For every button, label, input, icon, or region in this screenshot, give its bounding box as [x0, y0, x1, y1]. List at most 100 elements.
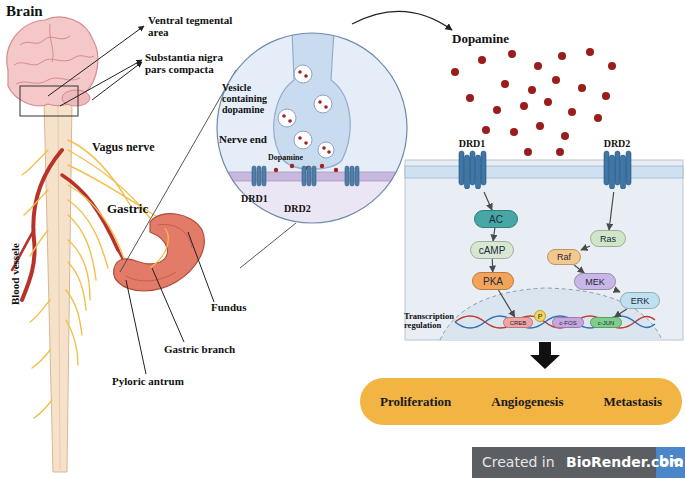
node-text: PKA	[483, 276, 503, 287]
signal-protein: AC	[474, 210, 518, 228]
signal-protein: MEK	[574, 273, 616, 290]
receptor-helix	[470, 151, 475, 185]
signal-arrow	[609, 192, 614, 230]
node-text: ERK	[631, 296, 650, 306]
leader-line	[60, 60, 142, 106]
synapse-zoom	[355, 166, 359, 186]
receptor: DRD1	[452, 138, 492, 192]
receptor-helix	[626, 151, 631, 185]
synapse-zoom	[274, 168, 278, 172]
node-text: cAMP	[479, 245, 506, 256]
signal-protein: ERK	[620, 292, 660, 309]
watermark-bar	[472, 447, 658, 478]
receptor-label: DRD1	[241, 193, 281, 204]
synapse-zoom	[327, 150, 331, 154]
synapse-zoom	[274, 30, 350, 169]
synapse-zoom	[262, 166, 266, 186]
region-label: Substantia nigra pars compacta	[145, 51, 237, 75]
synapse-zoom	[304, 141, 308, 145]
dna-helix	[455, 316, 655, 328]
synapse-zoom	[302, 166, 306, 186]
dopamine-molecule	[501, 80, 509, 88]
synapse-zoom	[318, 100, 322, 104]
dna-helix	[455, 316, 655, 328]
stomach-drawing	[150, 228, 168, 268]
zoom-arrow	[352, 11, 452, 30]
signal-protein: cAMP	[470, 241, 514, 259]
blood-vessel	[22, 150, 62, 300]
dopamine-molecule	[561, 132, 569, 140]
signal-protein: PKA	[472, 272, 514, 290]
signal-arrow	[498, 290, 514, 317]
receptor-helix	[604, 151, 609, 185]
leader-line	[188, 232, 214, 302]
vagus-nerve	[68, 215, 96, 280]
watermark-text: BioRender.com	[566, 455, 658, 470]
receptor-helix	[459, 151, 464, 185]
synapse-zoom	[290, 164, 294, 168]
receptor-helix	[481, 151, 486, 185]
synapse-zoom	[334, 168, 338, 172]
dopamine-molecule	[478, 56, 486, 64]
dopamine-molecule	[544, 98, 552, 106]
dopamine-molecule	[451, 48, 616, 156]
synapse-label: Nerve end	[219, 133, 279, 145]
dopamine-molecule	[534, 62, 542, 70]
node-text: CREB	[510, 320, 527, 326]
synapse-zoom	[288, 119, 292, 123]
brain-drawing	[14, 56, 94, 65]
phosphate-circle: P	[534, 310, 546, 322]
signal-protein: Ras	[590, 230, 626, 247]
cell-panel	[405, 160, 683, 340]
receptor-helix	[610, 155, 615, 189]
synapse-zoom	[350, 166, 354, 186]
dopamine-molecule	[556, 148, 564, 156]
synapse-zoom	[282, 114, 286, 118]
vessel-label: Blood vessele	[9, 227, 21, 322]
vagus-nerve	[68, 262, 86, 310]
watermark-text: bio	[659, 454, 685, 469]
synapse-zoom	[324, 105, 328, 109]
transcription-factor: c-JUN	[590, 317, 622, 328]
receptor-icon	[599, 149, 635, 189]
brain-drawing	[7, 17, 98, 116]
dopamine-molecule	[594, 114, 602, 122]
region-label: Brain	[6, 3, 66, 20]
leader-line	[126, 280, 146, 374]
dopamine-molecule	[578, 84, 586, 92]
vagus-nerve	[30, 300, 50, 322]
dopamine-molecule	[608, 62, 616, 70]
dopamine-molecule	[520, 102, 528, 110]
synapse-zoom	[345, 166, 349, 186]
brain-drawing	[20, 36, 70, 45]
receptor-helix	[615, 151, 620, 185]
leader-line	[152, 268, 184, 342]
dopamine-molecule	[508, 50, 516, 58]
dopamine-molecule	[466, 94, 474, 102]
leader-line	[92, 62, 142, 100]
outcome-band: ProliferationAngiogenesisMetastasis	[360, 378, 682, 425]
synapse-zoom	[320, 164, 324, 168]
dopamine-molecule	[528, 86, 536, 94]
signal-protein: Raf	[547, 249, 581, 265]
molecule-label: Dopamine	[452, 32, 542, 46]
node-text: DRD2	[604, 138, 631, 149]
vagus-nerve	[30, 230, 48, 256]
cell-panel	[440, 288, 662, 340]
synapse-zoom	[294, 131, 312, 149]
node-text: MEK	[585, 277, 605, 287]
synapse-zoom	[298, 70, 302, 74]
synapse-zoom	[314, 95, 332, 113]
nerve-label: Vagus nerve	[92, 141, 182, 154]
dopamine-molecule	[586, 48, 594, 56]
dopamine-molecule	[558, 52, 566, 60]
synapse-zoom	[252, 166, 359, 186]
synapse-label: Dopamine	[268, 154, 318, 163]
signal-arrow	[581, 246, 590, 250]
dopamine-molecule	[536, 122, 544, 130]
dopamine-molecule	[602, 92, 610, 100]
receptor-label: DRD2	[284, 203, 324, 214]
signal-arrow	[493, 228, 495, 241]
watermark-bar	[656, 447, 685, 478]
node-text: c-JUN	[598, 320, 615, 326]
